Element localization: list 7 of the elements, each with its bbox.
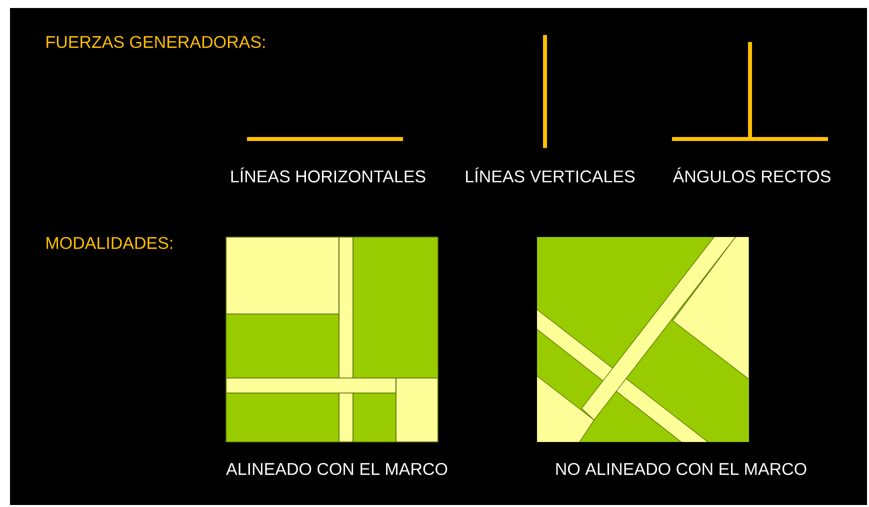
caption: LÍNEAS HORIZONTALES [231,168,426,182]
heading: FUERZAS GENERADORAS: [46,36,265,48]
caption: ALINEADO CON EL MARCO [226,462,448,476]
caption: NO ALINEADO CON EL MARCO [556,462,806,476]
caption: LÍNEAS VERTICALES [466,168,635,182]
heading: MODALIDADES: [46,236,172,250]
caption: ÁNGULOS RECTOS [672,168,830,182]
